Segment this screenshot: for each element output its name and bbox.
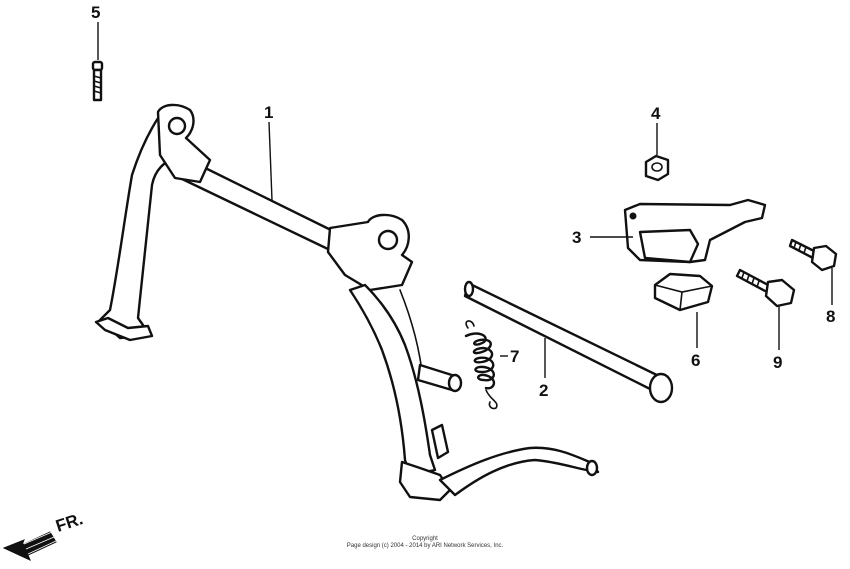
callout-9: 9: [773, 353, 782, 372]
part-5-bolt: [91, 60, 104, 102]
part-4-nut: [644, 154, 670, 182]
part-8-bolt: [788, 238, 838, 272]
part-2-shaft: [463, 280, 674, 404]
part-9-bolt: [735, 268, 796, 308]
callout-7: 7: [510, 347, 519, 366]
part-6-block: [653, 272, 714, 312]
front-direction-arrow: FR.: [2, 509, 85, 561]
copyright-line-2: Page design (c) 2004 - 2014 by ARI Netwo…: [346, 543, 504, 549]
copyright-line-1: Copyright: [412, 536, 438, 542]
part-7-spring: [464, 320, 498, 410]
callout-6: 6: [691, 351, 700, 370]
callout-8: 8: [826, 307, 835, 326]
callout-2: 2: [539, 381, 548, 400]
front-label: FR.: [53, 509, 85, 536]
part-3-bracket: [623, 198, 767, 264]
callout-1: 1: [264, 103, 273, 122]
callout-5: 5: [91, 3, 100, 22]
leader-lines: [97, 22, 833, 378]
callout-3: 3: [572, 228, 581, 247]
callouts: 5 1 4 3 7 2 6 9 8: [91, 3, 835, 400]
callout-4: 4: [651, 104, 661, 123]
part-1-main-stand: [94, 103, 600, 502]
